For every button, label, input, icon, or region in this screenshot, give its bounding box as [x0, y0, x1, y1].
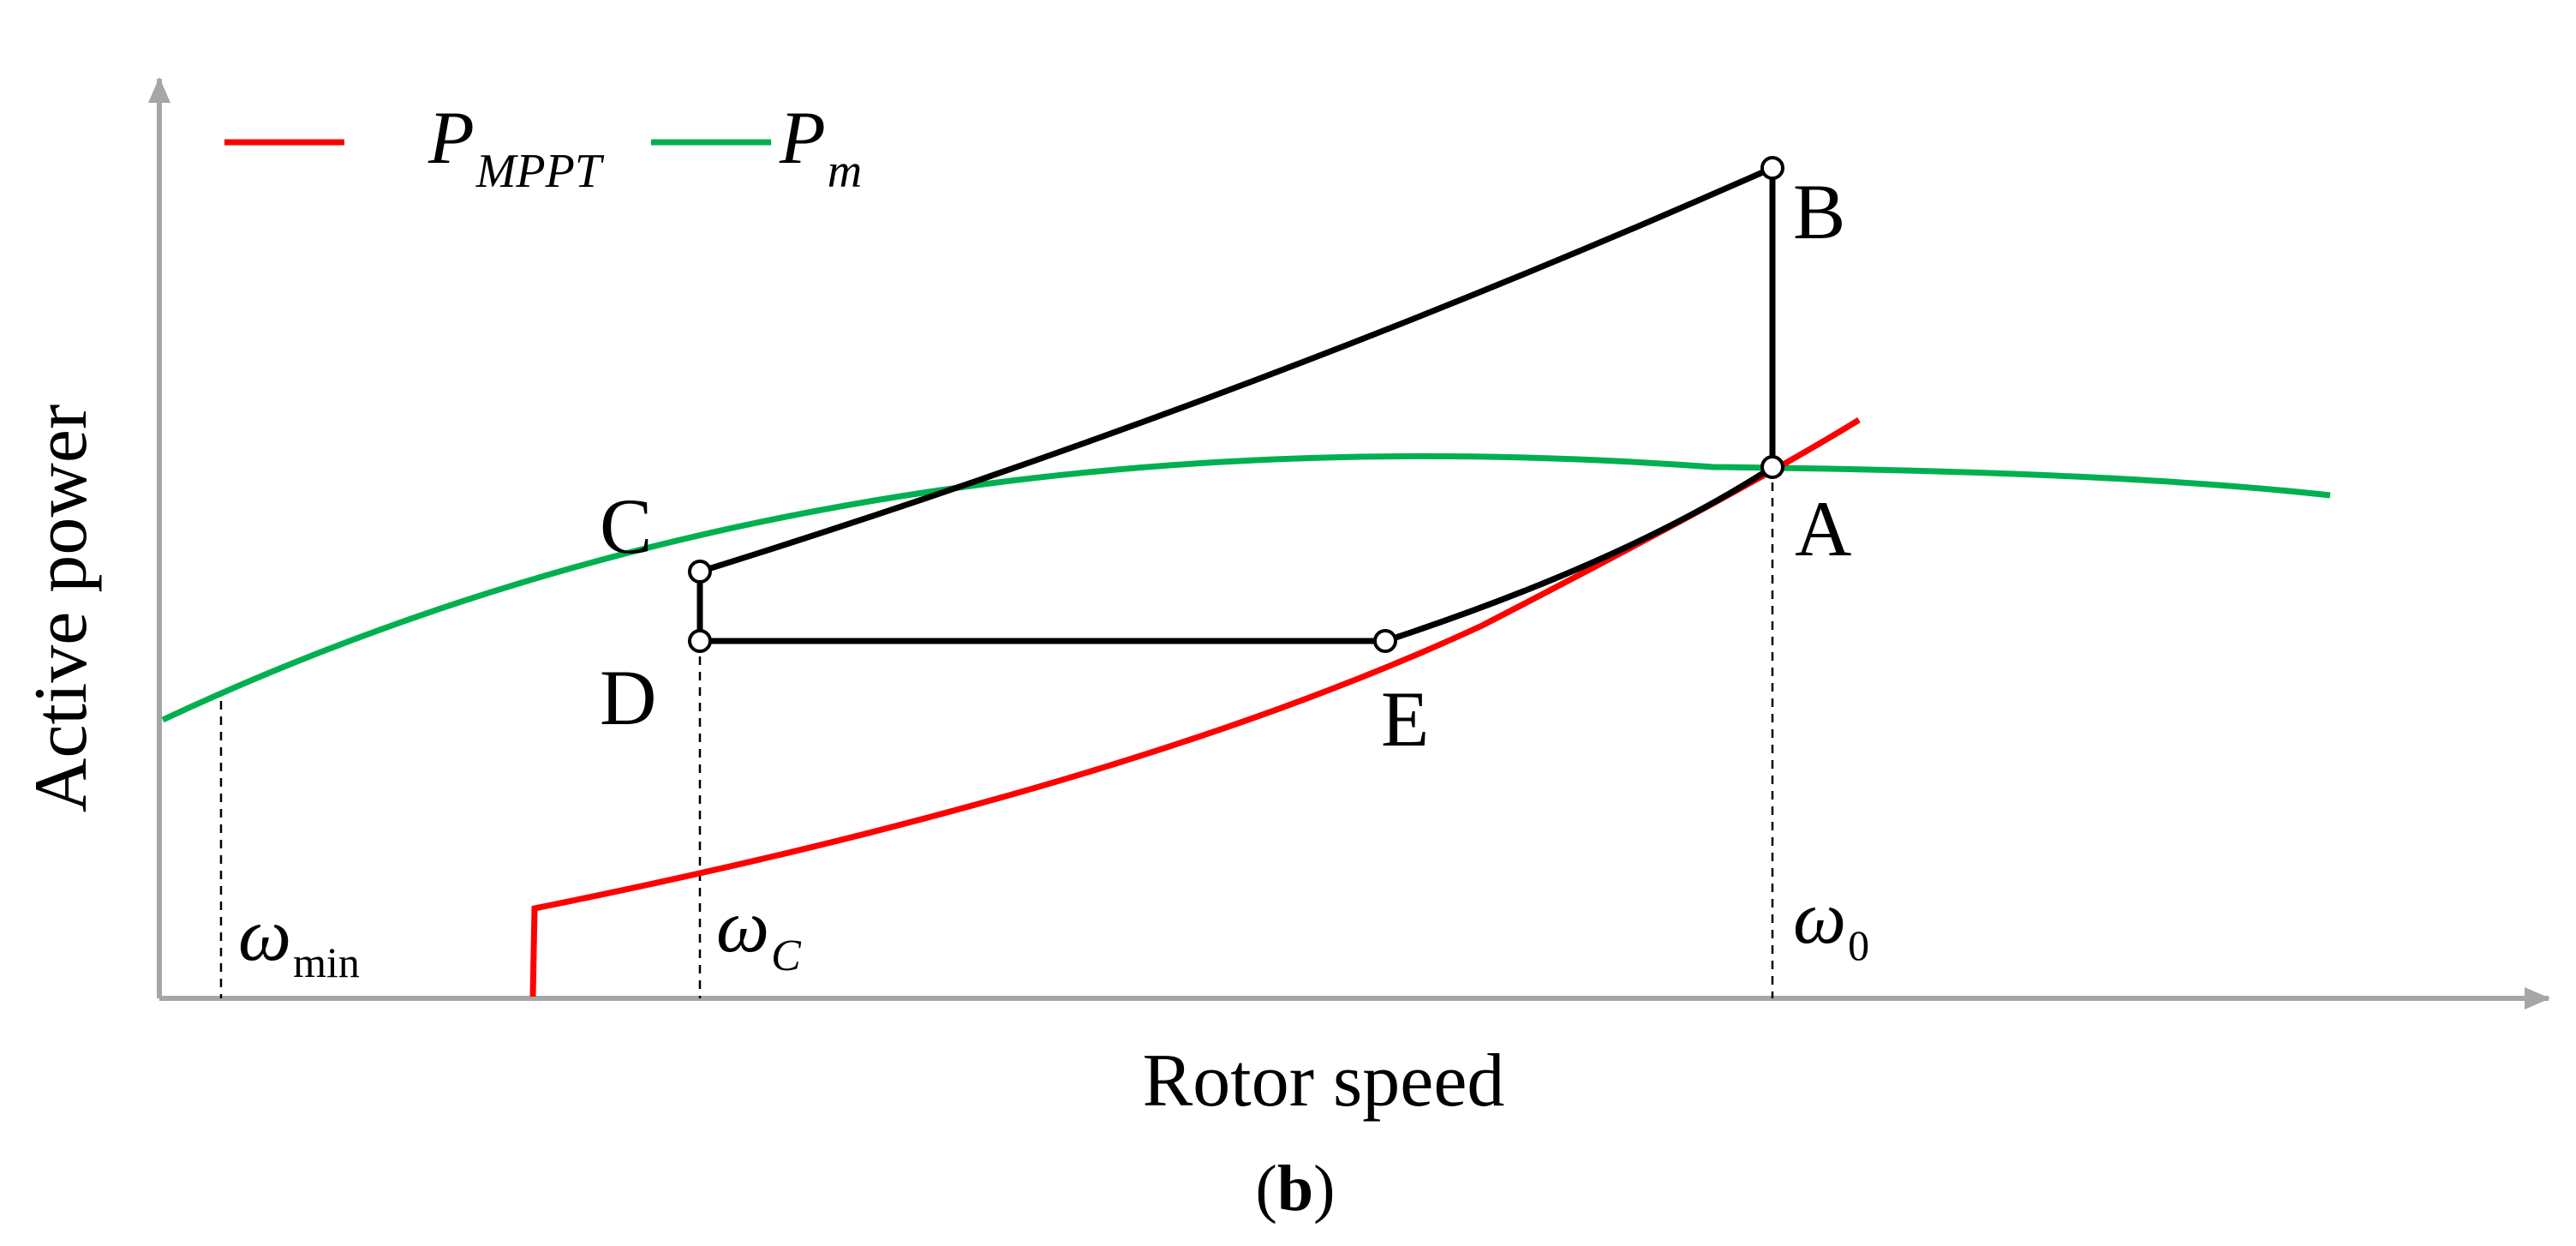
omega-c-label: ωC: [716, 885, 802, 980]
omega-0-label: ω0: [1793, 877, 1869, 969]
omega-min-label: ωmin: [238, 894, 360, 986]
y-axis-title: Active power: [20, 404, 103, 812]
point-b-marker: [1760, 156, 1784, 180]
mechanical-power-curve: [161, 452, 2331, 723]
legend-pm-label: Pm: [779, 97, 862, 198]
point-d-label: D: [600, 654, 656, 741]
x-axis-title: Rotor speed: [1143, 1039, 1505, 1123]
trajectory-e-to-a: [1384, 464, 1774, 644]
legend: PMPPT Pm: [224, 97, 862, 198]
figure-caption: (b): [1256, 1153, 1336, 1225]
point-a-marker: [1760, 455, 1784, 479]
point-c-label: C: [600, 482, 652, 570]
legend-mppt-label: PMPPT: [427, 97, 605, 198]
point-b-label: B: [1793, 168, 1845, 255]
trajectory-b-to-c: [698, 165, 1774, 575]
point-e-label: E: [1381, 675, 1429, 763]
point-e-marker: [1373, 629, 1397, 653]
point-c-marker: [688, 560, 712, 584]
point-a-label: A: [1795, 485, 1851, 572]
point-d-marker: [688, 629, 712, 653]
